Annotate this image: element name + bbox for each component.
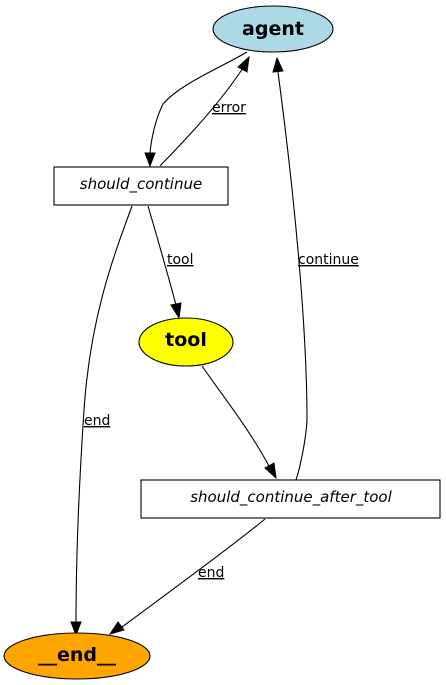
edge-after-tool-to-agent[interactable]: continue	[272, 56, 359, 481]
node-agent-shape	[212, 5, 334, 53]
node-end-label: __end__	[38, 644, 117, 666]
edge-after-tool-to-end[interactable]: end	[108, 518, 266, 635]
edge-agent-to-should-continue	[144, 51, 248, 168]
node-end-shape	[3, 632, 151, 680]
node-should-continue-label: should_continue	[80, 175, 202, 194]
edge-should-continue-to-tool[interactable]: tool	[147, 205, 194, 320]
node-should-continue-after-tool[interactable]: should_continue_after_tool	[140, 479, 441, 519]
node-end[interactable]: __end__	[3, 632, 151, 680]
node-tool-shape	[138, 317, 234, 367]
node-agent[interactable]: agent	[212, 5, 334, 53]
node-tool[interactable]: tool	[138, 317, 234, 367]
edge-should-continue-to-end[interactable]: end	[70, 205, 133, 637]
edge-should-continue-to-agent[interactable]: error	[159, 55, 250, 167]
edge-label-end-bottom: end	[198, 565, 224, 581]
edge-label-error: error	[212, 100, 246, 116]
edge-label-continue: continue	[298, 252, 359, 268]
node-should-continue[interactable]: should_continue	[53, 166, 229, 206]
node-should-continue-shape	[53, 166, 229, 206]
node-agent-label: agent	[242, 18, 304, 40]
node-tool-label: tool	[165, 329, 207, 351]
edge-label-end-left: end	[84, 413, 110, 429]
edge-tool-to-after-tool	[201, 365, 277, 480]
edge-label-tool: tool	[167, 252, 194, 268]
node-should-continue-after-tool-label: should_continue_after_tool	[190, 488, 392, 507]
node-should-continue-after-tool-shape	[140, 479, 441, 519]
